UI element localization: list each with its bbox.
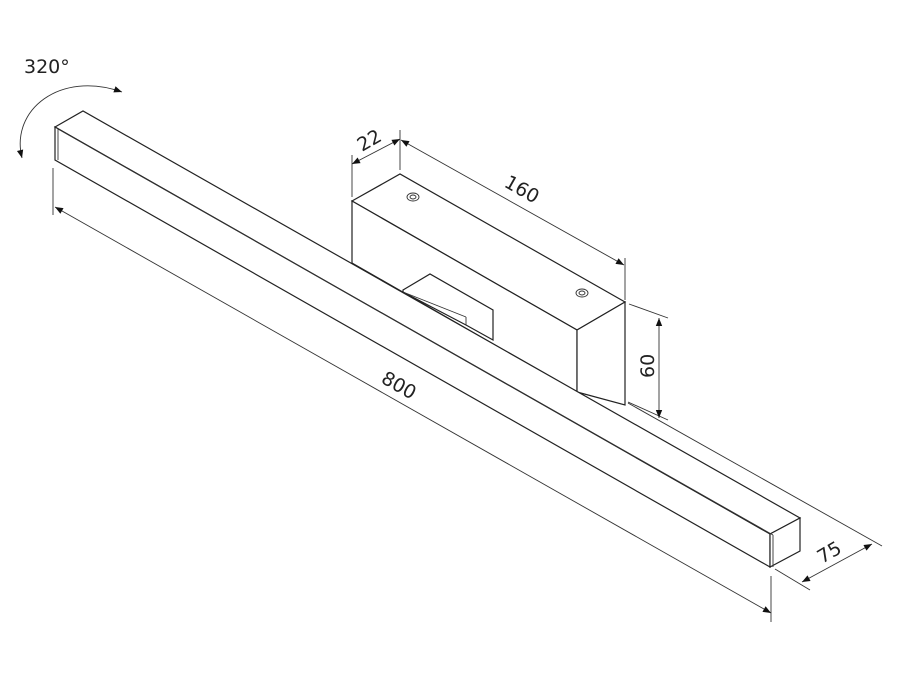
rotation-label: 320° — [24, 56, 70, 78]
bracket-height-dimension: 60 — [627, 303, 669, 421]
rotation-dimension: 320° — [16, 56, 123, 159]
lamp-bar — [53, 110, 802, 569]
bracket-depth-label: 22 — [354, 125, 386, 156]
bracket-length-label: 160 — [501, 171, 543, 208]
length-label: 800 — [378, 367, 420, 404]
bracket-height-label: 60 — [637, 354, 659, 378]
projection-label: 75 — [814, 537, 846, 568]
